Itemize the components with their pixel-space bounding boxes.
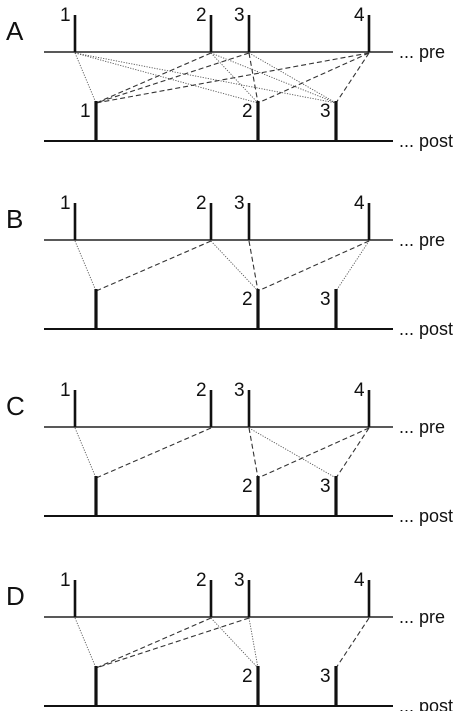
link-pre3-post1: [95, 52, 250, 104]
post-spike-label: 1: [80, 101, 91, 122]
post-spike-label: 2: [242, 476, 253, 497]
pre-row-label: ... pre: [399, 417, 445, 437]
pre-spike-label: 2: [196, 380, 207, 401]
link-pre2-post3: [210, 52, 337, 104]
post-row-label: ... post: [399, 696, 453, 711]
link-pre4-post3: [335, 617, 370, 669]
pre-spike-label: 3: [234, 570, 245, 591]
link-pre4-post2: [257, 52, 370, 104]
link-pre3-post2: [248, 617, 259, 669]
pre-spike-label: 2: [196, 570, 207, 591]
link-pre3-post2: [248, 52, 259, 104]
link-pre4-post2: [257, 427, 370, 479]
link-pre2-post1: [95, 52, 212, 104]
pre-spike-label: 4: [354, 5, 365, 26]
link-pre2-post2: [210, 240, 259, 292]
pre-row-label: ... pre: [399, 42, 445, 62]
panel-label: D: [6, 581, 25, 611]
link-pre1-post3: [74, 52, 337, 104]
pre-spike-label: 4: [354, 193, 365, 214]
link-pre3-post1: [95, 617, 250, 669]
pre-spike-label: 3: [234, 193, 245, 214]
pre-spike-label: 1: [60, 380, 71, 401]
post-row-label: ... post: [399, 506, 453, 526]
link-pre2-post1: [95, 427, 212, 479]
link-pre3-post2: [248, 427, 259, 479]
link-pre2-post1: [95, 617, 212, 669]
link-pre4-post3: [335, 427, 370, 479]
link-pre4-post1: [95, 52, 370, 104]
post-spike-label: 3: [320, 476, 331, 497]
link-pre3-post3: [248, 427, 337, 479]
pre-spike-label: 2: [196, 5, 207, 26]
pre-spike-label: 4: [354, 570, 365, 591]
post-spike-label: 2: [242, 289, 253, 310]
post-spike-label: 3: [320, 101, 331, 122]
panel-c: C ... pre ... post 1 2 3 4 2 3: [6, 380, 453, 526]
pre-spike-label: 2: [196, 193, 207, 214]
post-spike-label: 2: [242, 101, 253, 122]
pre-spike-label: 1: [60, 570, 71, 591]
panel-a: A ... pre ... post 1 2 3 4 1 2 3: [6, 5, 453, 151]
pre-spike-label: 3: [234, 5, 245, 26]
post-spike-label: 3: [320, 289, 331, 310]
pre-spike-label: 4: [354, 380, 365, 401]
pre-spike-label: 1: [60, 193, 71, 214]
pre-spike-label: 3: [234, 380, 245, 401]
link-pre1-post1: [74, 240, 97, 292]
post-row-label: ... post: [399, 131, 453, 151]
panel-d: D ... pre ... post 1 2 3 4 2 3: [6, 570, 453, 711]
pre-row-label: ... pre: [399, 607, 445, 627]
link-pre3-post2: [248, 240, 259, 292]
link-pre1-post1: [74, 52, 97, 104]
pre-row-label: ... pre: [399, 230, 445, 250]
panel-label: C: [6, 391, 25, 421]
link-pre2-post1: [95, 240, 212, 292]
panel-b: B ... pre ... post 1 2 3 4 2 3: [6, 193, 453, 339]
post-spike-label: 3: [320, 666, 331, 687]
link-pre3-post3: [248, 52, 337, 104]
link-pre1-post2: [74, 52, 259, 104]
link-pre2-post2: [210, 617, 259, 669]
link-pre4-post2: [257, 240, 370, 292]
link-pre4-post3: [335, 240, 370, 292]
panel-label: B: [6, 204, 23, 234]
panel-label: A: [6, 16, 24, 46]
link-pre1-post1: [74, 427, 97, 479]
pre-spike-label: 1: [60, 5, 71, 26]
post-row-label: ... post: [399, 319, 453, 339]
link-pre1-post1: [74, 617, 97, 669]
post-spike-label: 2: [242, 666, 253, 687]
link-pre4-post3: [335, 52, 370, 104]
